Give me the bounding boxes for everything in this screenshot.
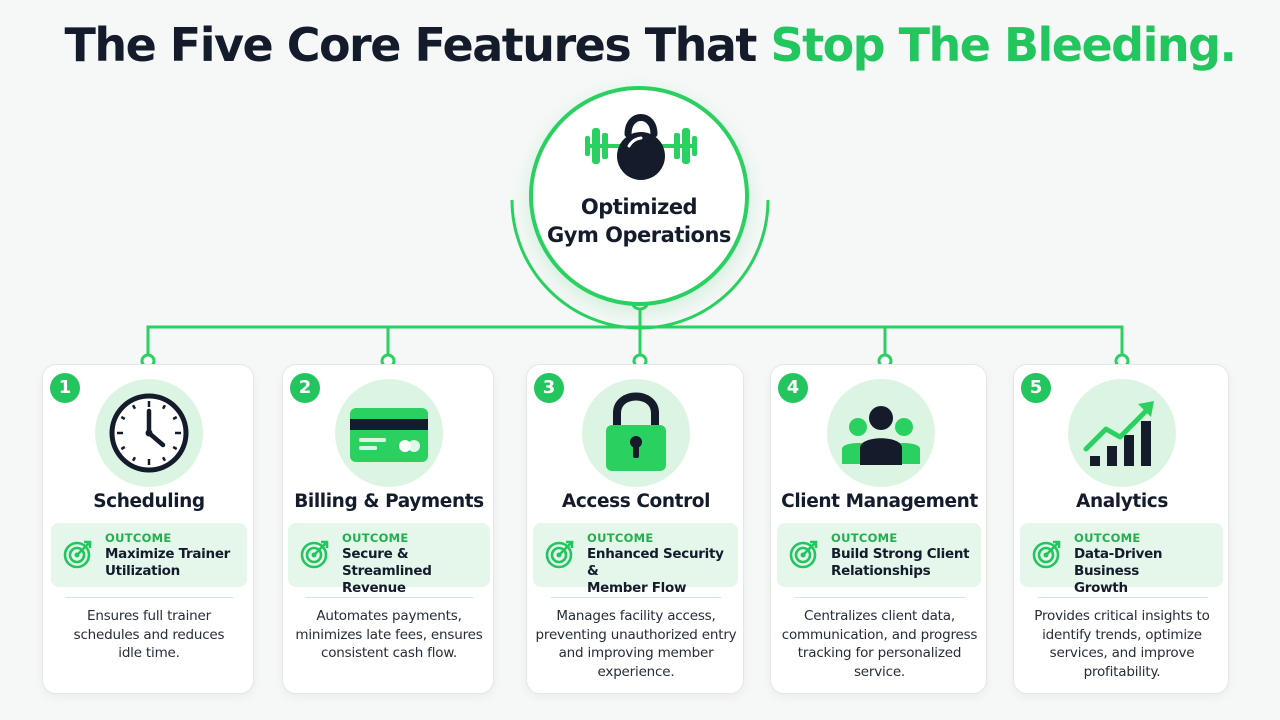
feature-icon-circle bbox=[827, 379, 935, 487]
outcome-box: OUTCOME Build Strong Client Relationship… bbox=[777, 523, 981, 587]
title-part-dark: The Five Core Features That bbox=[64, 18, 771, 72]
hub-circle: Optimized Gym Operations bbox=[529, 86, 749, 306]
credit-card-icon bbox=[350, 408, 428, 462]
outcome-box: OUTCOME Maximize Trainer Utilization bbox=[51, 523, 247, 587]
feature-description: Manages facility access, preventing unau… bbox=[531, 607, 741, 681]
branch-bar bbox=[146, 325, 1124, 361]
desc-line-1: Manages facility access, bbox=[556, 608, 716, 624]
feature-title: Analytics bbox=[1076, 491, 1168, 512]
outcome-label: OUTCOME bbox=[1074, 531, 1141, 545]
desc-line-3: services, and improve bbox=[1049, 645, 1195, 661]
outcome-box: OUTCOME Data-Driven Business Growth bbox=[1020, 523, 1223, 596]
outcome-value-line-1: Enhanced Security & bbox=[587, 546, 724, 579]
outcome-label: OUTCOME bbox=[105, 531, 172, 545]
desc-line-1: Ensures full trainer bbox=[87, 608, 211, 624]
outcome-value-line-2: Utilization bbox=[105, 563, 180, 579]
target-icon bbox=[1032, 540, 1061, 569]
feature-title: Scheduling bbox=[93, 491, 205, 512]
outcome-value-line-1: Data-Driven Business bbox=[1074, 546, 1163, 579]
feature-icon-circle bbox=[95, 379, 203, 487]
outcome-label: OUTCOME bbox=[342, 531, 409, 545]
desc-line-1: Centralizes client data, bbox=[804, 608, 955, 624]
outcome-value: Secure & Streamlined Revenue bbox=[342, 546, 492, 597]
divider bbox=[65, 597, 233, 598]
target-icon bbox=[789, 540, 818, 569]
feature-title: Billing & Payments bbox=[294, 491, 484, 512]
desc-line-4: service. bbox=[853, 663, 906, 680]
target-icon bbox=[300, 540, 329, 569]
outcome-box: OUTCOME Secure & Streamlined Revenue bbox=[288, 523, 490, 596]
hub-label-line-1: Optimized bbox=[580, 195, 698, 219]
feature-card-billing: 2 Billing & Payments OUTCOME Secure & St… bbox=[282, 364, 494, 694]
outcome-value-line-2: Relationships bbox=[831, 563, 931, 579]
desc-line-4: profitability. bbox=[1083, 663, 1161, 680]
feature-title: Client Management bbox=[781, 491, 978, 512]
outcome-value-line-1: Secure & Streamlined bbox=[342, 546, 432, 579]
outcome-value-line-1: Maximize Trainer bbox=[105, 546, 231, 562]
feature-number-badge: 5 bbox=[1021, 373, 1051, 403]
feature-icon-circle bbox=[582, 379, 690, 487]
outcome-label: OUTCOME bbox=[587, 531, 654, 545]
desc-line-2: minimizes late fees, ensures bbox=[295, 626, 483, 643]
feature-card-access-control: 3 Access Control OUTCOME Enhanced Securi… bbox=[526, 364, 744, 694]
growth-chart-icon bbox=[1083, 401, 1154, 466]
desc-line-2: communication, and progress bbox=[781, 626, 978, 643]
outcome-value: Enhanced Security & Member Flow bbox=[587, 546, 737, 597]
feature-icon-circle bbox=[335, 379, 443, 487]
feature-description: Ensures full trainer schedules and reduc… bbox=[47, 607, 251, 663]
divider bbox=[1038, 597, 1208, 598]
clock-icon bbox=[109, 393, 189, 473]
outcome-box: OUTCOME Enhanced Security & Member Flow bbox=[533, 523, 738, 596]
feature-card-client-management: 4 Client Management OUTCOME Build Strong… bbox=[770, 364, 987, 694]
desc-line-3: tracking for personalized bbox=[797, 645, 962, 661]
outcome-value: Maximize Trainer Utilization bbox=[105, 546, 255, 580]
outcome-value-line-2: Revenue bbox=[342, 580, 406, 596]
target-icon bbox=[63, 540, 92, 569]
outcome-value-line-1: Build Strong Client bbox=[831, 546, 970, 562]
feature-number-badge: 1 bbox=[50, 373, 80, 403]
feature-description: Provides critical insights to identify t… bbox=[1018, 607, 1226, 681]
feature-description: Automates payments, minimizes late fees,… bbox=[287, 607, 491, 663]
divider bbox=[551, 597, 721, 598]
desc-line-4: experience. bbox=[597, 663, 675, 680]
feature-number-badge: 3 bbox=[534, 373, 564, 403]
title-part-green: Stop The Bleeding. bbox=[770, 18, 1237, 72]
divider bbox=[795, 597, 965, 598]
desc-line-3: consistent cash flow. bbox=[320, 645, 458, 661]
desc-line-1: Automates payments, bbox=[316, 608, 462, 624]
hub-label-line-2: Gym Operations bbox=[547, 223, 731, 247]
outcome-value: Build Strong Client Relationships bbox=[831, 546, 981, 580]
outcome-value-line-2: Member Flow bbox=[587, 580, 687, 596]
desc-line-2: preventing unauthorized entry bbox=[535, 626, 737, 643]
feature-title: Access Control bbox=[561, 491, 711, 512]
desc-line-3: idle time. bbox=[118, 645, 180, 661]
outcome-value-line-2: Growth bbox=[1074, 580, 1128, 596]
padlock-icon bbox=[606, 392, 666, 471]
kettlebell-dumbbell-icon bbox=[585, 114, 697, 180]
feature-number-badge: 2 bbox=[290, 373, 320, 403]
desc-line-1: Provides critical insights to bbox=[1034, 608, 1210, 624]
feature-description: Centralizes client data, communication, … bbox=[775, 607, 984, 681]
desc-line-2: identify trends, optimize bbox=[1042, 626, 1202, 643]
feature-card-scheduling: 1 Scheduling OUTCOME Ma bbox=[42, 364, 254, 694]
feature-number-badge: 4 bbox=[778, 373, 808, 403]
outcome-label: OUTCOME bbox=[831, 531, 898, 545]
target-icon bbox=[545, 540, 574, 569]
hub-label: Optimized Gym Operations bbox=[533, 193, 745, 249]
desc-line-3: and improving member bbox=[558, 645, 714, 661]
people-group-icon bbox=[842, 406, 920, 465]
desc-line-2: schedules and reduces bbox=[73, 626, 225, 643]
outcome-value: Data-Driven Business Growth bbox=[1074, 546, 1224, 597]
divider bbox=[305, 597, 473, 598]
feature-card-analytics: 5 Analytics OUTCOME Data-Driven Business… bbox=[1013, 364, 1229, 694]
page-title: The Five Core Features That Stop The Ble… bbox=[0, 12, 1280, 82]
feature-icon-circle bbox=[1068, 379, 1176, 487]
